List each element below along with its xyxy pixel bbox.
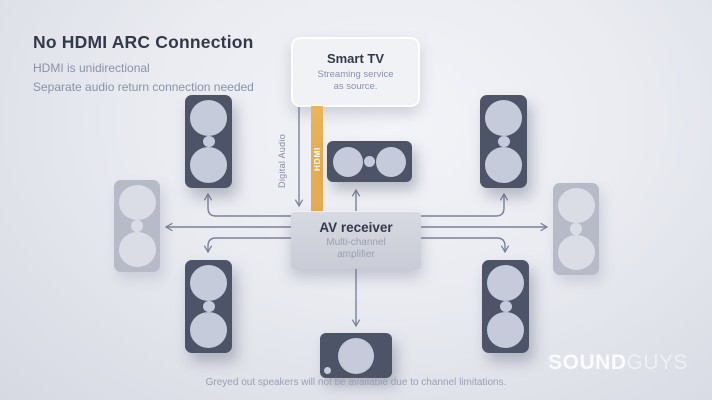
logo-sound: SOUND (548, 351, 627, 374)
speaker-woofer-icon (487, 265, 524, 301)
rear-left-speaker-icon (185, 260, 232, 353)
speaker-tweeter-icon (570, 223, 582, 235)
av-receiver-title: AV receiver (319, 219, 393, 235)
speaker-woofer-icon (485, 100, 522, 136)
rear-right-speaker-icon (482, 260, 529, 353)
side-right-speaker-greyed-icon (553, 183, 599, 275)
soundguys-logo: SOUNDGUYS (548, 351, 688, 375)
subwoofer-icon (320, 333, 392, 378)
speaker-woofer-icon (190, 265, 227, 301)
speaker-tweeter-icon (499, 300, 512, 313)
subtitle-unidirectional: HDMI is unidirectional (33, 61, 150, 75)
speaker-tweeter-icon (131, 220, 143, 232)
subtitle-separate-audio: Separate audio return connection needed (33, 80, 254, 94)
subwoofer-driver-icon (338, 337, 374, 374)
speaker-woofer-icon (376, 146, 406, 177)
smart-tv-box: Smart TV Streaming service as source. (291, 37, 420, 107)
speaker-woofer-icon (190, 147, 227, 183)
av-receiver-box: AV receiver Multi-channel amplifier (291, 211, 421, 269)
footer-note: Greyed out speakers will not be availabl… (205, 377, 507, 388)
arrow-to-rear-right-speaker (421, 237, 510, 254)
speaker-tweeter-icon (202, 300, 215, 313)
front-left-speaker-icon (185, 95, 232, 188)
speaker-woofer-icon (190, 100, 227, 136)
center-speaker-icon (327, 141, 412, 182)
speaker-tweeter-icon (202, 135, 215, 148)
smart-tv-desc-line2: as source. (333, 81, 378, 92)
digital-audio-label: Digital Audio (277, 134, 287, 188)
speaker-tweeter-icon (364, 156, 375, 167)
hdmi-cable-band: HDMI (311, 106, 323, 212)
smart-tv-title: Smart TV (326, 51, 385, 66)
smart-tv-desc-line1: Streaming service (317, 69, 394, 80)
speaker-woofer-icon (557, 234, 595, 270)
speaker-woofer-icon (333, 146, 363, 177)
speaker-woofer-icon (487, 312, 524, 348)
logo-guys: GUYS (626, 351, 688, 374)
speaker-woofer-icon (557, 188, 595, 224)
av-receiver-desc-line1: Multi-channel (326, 236, 386, 248)
side-left-speaker-greyed-icon (114, 180, 160, 272)
arrow-to-rear-left-speaker (203, 237, 291, 254)
hdmi-label: HDMI (312, 146, 322, 172)
arrow-to-front-right-speaker (421, 192, 509, 217)
av-receiver-desc-line2: amplifier (337, 248, 375, 260)
speaker-woofer-icon (118, 185, 156, 221)
front-right-speaker-icon (480, 95, 527, 188)
speaker-woofer-icon (190, 312, 227, 348)
speaker-woofer-icon (485, 147, 522, 183)
speaker-woofer-icon (118, 231, 156, 267)
speaker-tweeter-icon (497, 135, 510, 148)
subwoofer-port-icon (324, 367, 331, 374)
page-title: No HDMI ARC Connection (33, 32, 254, 52)
